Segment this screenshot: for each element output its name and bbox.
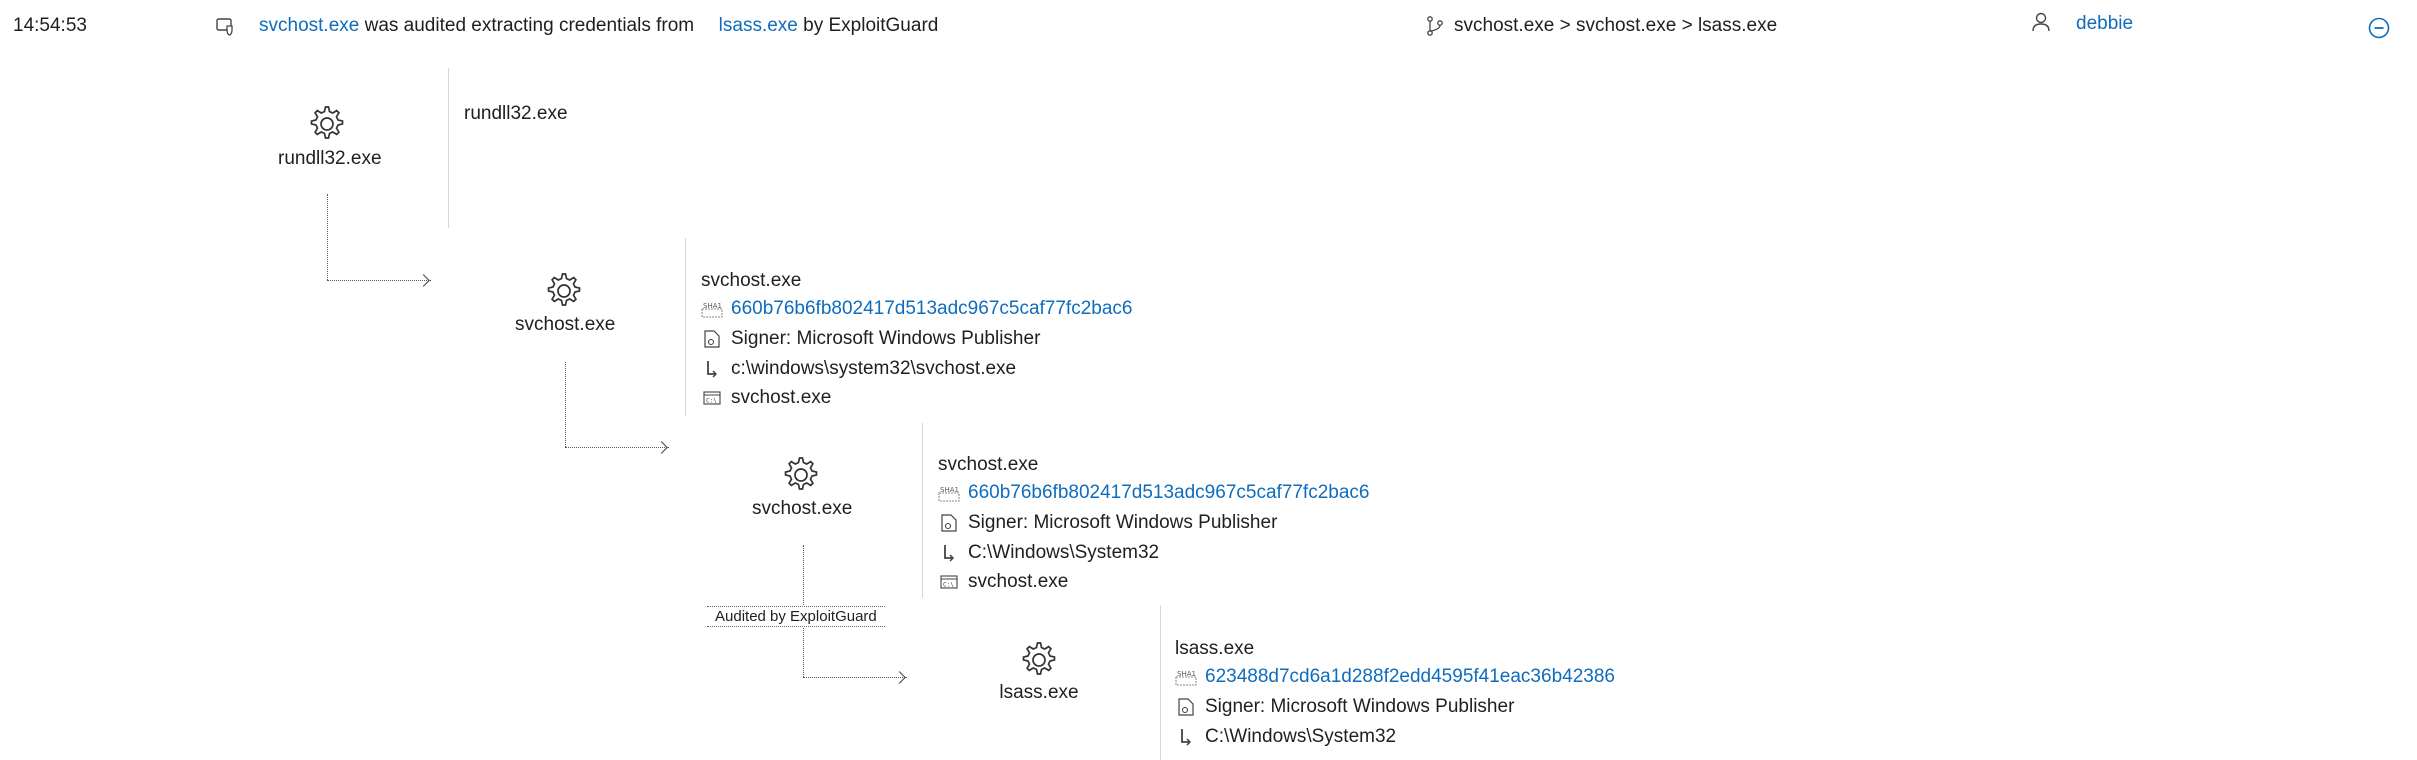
- signer-text: Signer: Microsoft Windows Publisher: [968, 512, 1278, 533]
- signer-row: Signer: Microsoft Windows Publisher: [1175, 696, 1514, 718]
- signer-row: Signer: Microsoft Windows Publisher: [701, 328, 1040, 350]
- arrow-right-icon: [655, 441, 668, 454]
- gear-icon[interactable]: [307, 104, 347, 144]
- connector: [803, 677, 907, 678]
- folder-path-icon: [701, 359, 723, 379]
- svg-text:C:\: C:\: [943, 582, 954, 589]
- gear-icon[interactable]: [544, 271, 584, 311]
- cmd-text: svchost.exe: [731, 387, 832, 408]
- path-row: C:\Windows\System32: [1175, 726, 1396, 748]
- folder-path-icon: [938, 543, 960, 563]
- arrow-right-icon: [893, 671, 906, 684]
- sha1-link[interactable]: 623488d7cd6a1d288f2edd4595f41eac36b42386: [1205, 666, 1615, 687]
- folder-path-icon: [1175, 727, 1197, 747]
- cmd-row: C:\ svchost.exe: [701, 387, 831, 409]
- event-time: 14:54:53: [13, 15, 87, 36]
- hash-icon: SHA1: [1175, 667, 1197, 687]
- process-chain: svchost.exe > svchost.exe > lsass.exe: [1454, 15, 1778, 36]
- path-text: C:\Windows\System32: [968, 542, 1160, 563]
- signer-text: Signer: Microsoft Windows Publisher: [1205, 696, 1515, 717]
- sha1-tag: SHA1: [703, 302, 722, 310]
- actor-process-link[interactable]: svchost.exe: [259, 15, 360, 36]
- separator: [685, 238, 686, 416]
- event-verb: was audited extracting credentials from: [364, 15, 695, 36]
- sha1-link[interactable]: 660b76b6fb802417d513adc967c5caf77fc2bac6: [731, 298, 1133, 319]
- minus-circle-icon[interactable]: [2368, 17, 2390, 39]
- connector: [565, 447, 669, 448]
- node-detail-name: svchost.exe: [938, 454, 1039, 475]
- hash-icon: SHA1: [938, 483, 960, 503]
- gear-icon[interactable]: [1019, 640, 1059, 680]
- shield-alert-icon: [215, 16, 237, 38]
- sha1-row: SHA1 660b76b6fb802417d513adc967c5caf77fc…: [701, 298, 1132, 320]
- command-line-icon: C:\: [701, 388, 723, 408]
- signer-text: Signer: Microsoft Windows Publisher: [731, 328, 1041, 349]
- node-detail-name: svchost.exe: [701, 270, 802, 291]
- sha1-row: SHA1 660b76b6fb802417d513adc967c5caf77fc…: [938, 482, 1369, 504]
- separator: [448, 68, 449, 228]
- certificate-icon: [938, 513, 960, 533]
- cmd-row: C:\ svchost.exe: [938, 571, 1068, 593]
- event-detector: by ExploitGuard: [803, 15, 939, 36]
- node-label-rundll32[interactable]: rundll32.exe: [278, 148, 382, 169]
- arrow-right-icon: [417, 274, 430, 287]
- node-detail-name: lsass.exe: [1175, 638, 1255, 659]
- person-icon: [2031, 11, 2051, 33]
- sha1-row: SHA1 623488d7cd6a1d288f2edd4595f41eac36b…: [1175, 666, 1615, 688]
- node-label-svchost[interactable]: svchost.exe: [515, 314, 616, 335]
- separator: [1160, 605, 1161, 760]
- user-link[interactable]: debbie: [2076, 13, 2134, 34]
- sha1-link[interactable]: 660b76b6fb802417d513adc967c5caf77fc2bac6: [968, 482, 1370, 503]
- target-process-link[interactable]: lsass.exe: [718, 15, 798, 36]
- connector: [327, 194, 328, 280]
- hash-icon: SHA1: [701, 299, 723, 319]
- command-line-icon: C:\: [938, 572, 960, 592]
- sha1-tag: SHA1: [940, 486, 959, 494]
- edge-label-audited: Audited by ExploitGuard: [707, 606, 885, 627]
- path-text: C:\Windows\System32: [1205, 726, 1397, 747]
- gear-icon[interactable]: [781, 455, 821, 495]
- node-label-lsass[interactable]: lsass.exe: [999, 682, 1079, 703]
- path-text: c:\windows\system32\svchost.exe: [731, 358, 1017, 379]
- node-detail-name: rundll32.exe: [464, 103, 568, 124]
- branch-icon: [1425, 15, 1445, 37]
- cmd-text: svchost.exe: [968, 571, 1069, 592]
- sha1-tag: SHA1: [1177, 670, 1196, 678]
- certificate-icon: [701, 329, 723, 349]
- connector: [327, 280, 431, 281]
- svg-text:C:\: C:\: [706, 398, 717, 405]
- separator: [922, 423, 923, 598]
- connector: [565, 362, 566, 447]
- signer-row: Signer: Microsoft Windows Publisher: [938, 512, 1277, 534]
- certificate-icon: [1175, 697, 1197, 717]
- path-row: C:\Windows\System32: [938, 542, 1159, 564]
- path-row: c:\windows\system32\svchost.exe: [701, 358, 1016, 380]
- node-label-svchost[interactable]: svchost.exe: [752, 498, 853, 519]
- event-summary: svchost.exe was audited extracting crede…: [259, 15, 938, 37]
